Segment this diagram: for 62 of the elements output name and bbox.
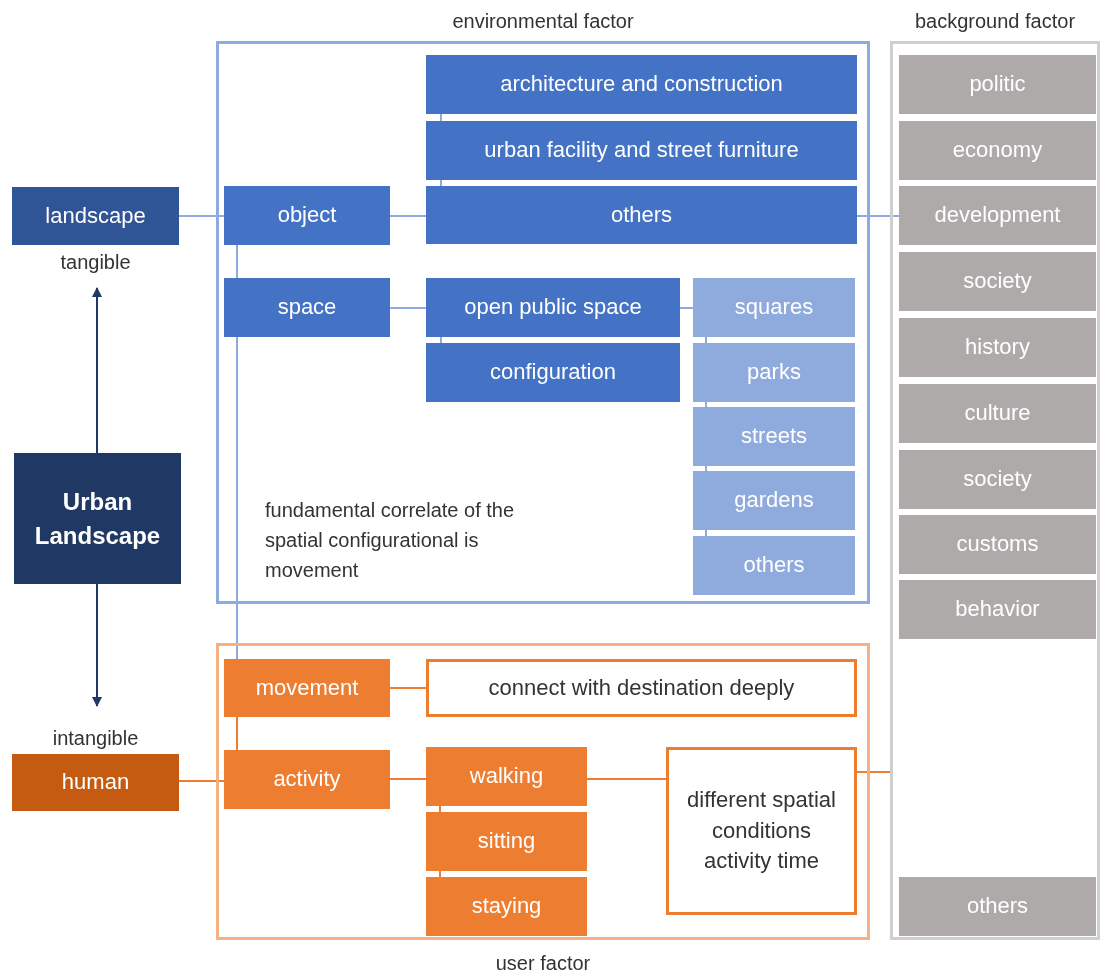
connector-line <box>679 307 694 309</box>
node-label: tangible <box>59 250 132 275</box>
label-box: open public space <box>426 278 680 337</box>
label-box: architecture and construction <box>426 55 857 114</box>
group-title: environmental factor <box>451 10 635 33</box>
label-box: culture <box>899 384 1096 443</box>
label-box: object <box>224 186 390 245</box>
label-box: economy <box>899 121 1096 180</box>
connector-line <box>586 778 667 780</box>
connector-line <box>178 780 225 782</box>
note-box: different spatial conditions activity time <box>666 747 857 915</box>
label-box: walking <box>426 747 587 806</box>
label-box: others <box>426 186 857 244</box>
connector-line <box>236 244 238 279</box>
label-box: staying <box>426 877 587 936</box>
connector-line <box>178 215 225 217</box>
note-box: connect with destination deeply <box>426 659 857 717</box>
connector-line <box>236 716 238 751</box>
label-box: urban facility and street furniture <box>426 121 857 180</box>
connector-line <box>440 336 442 344</box>
group-title: background factor <box>913 10 1077 33</box>
label-box: customs <box>899 515 1096 574</box>
label-box: landscape <box>12 187 179 245</box>
connector-line <box>705 336 707 344</box>
connector-line <box>439 805 441 813</box>
label-box: others <box>693 536 855 595</box>
connector-line <box>439 870 441 878</box>
node-label: intangible <box>51 726 140 751</box>
connector-line <box>705 529 707 537</box>
label-box: development <box>899 186 1096 245</box>
arrow <box>92 583 102 707</box>
group-title: user factor <box>494 952 592 975</box>
label-box: gardens <box>693 471 855 530</box>
connector-line <box>705 401 707 408</box>
connector-line <box>389 778 427 780</box>
connector-line <box>856 771 891 773</box>
label-box: others <box>899 877 1096 936</box>
label-box: history <box>899 318 1096 377</box>
connector-line <box>389 307 427 309</box>
connector-line <box>440 113 442 122</box>
label-box: squares <box>693 278 855 337</box>
connector-line <box>389 687 427 689</box>
label-box: configuration <box>426 343 680 402</box>
connector-line <box>389 215 427 217</box>
connector-line <box>705 465 707 472</box>
label-box: sitting <box>426 812 587 871</box>
label-box: movement <box>224 659 390 717</box>
label-box: streets <box>693 407 855 466</box>
note-text: fundamental correlate of the spatial configurational is movement <box>265 498 516 583</box>
label-box: politic <box>899 55 1096 114</box>
connector-line <box>856 215 900 217</box>
label-box: activity <box>224 750 390 809</box>
label-box: behavior <box>899 580 1096 639</box>
label-box: parks <box>693 343 855 402</box>
arrow <box>92 287 102 454</box>
label-box: human <box>12 754 179 811</box>
label-box: space <box>224 278 390 337</box>
connector-line <box>440 179 442 187</box>
label-box: Urban Landscape <box>14 453 181 584</box>
connector-line <box>236 336 238 660</box>
label-box: society <box>899 450 1096 509</box>
label-box: society <box>899 252 1096 311</box>
